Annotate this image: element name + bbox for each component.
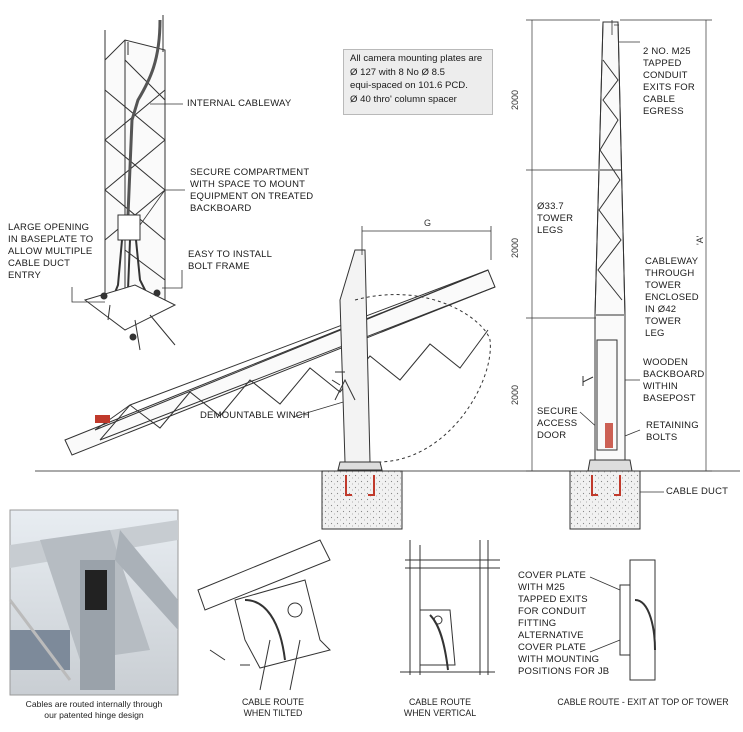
label-cableway-tower: CABLEWAY THROUGH TOWER ENCLOSED IN Ø42 T… <box>645 256 699 339</box>
mounting-plate-note: All camera mounting plates are Ø 127 wit… <box>343 49 493 115</box>
isometric-tower <box>83 15 177 351</box>
height-dimensions <box>526 19 712 472</box>
hinge-photo <box>8 509 179 696</box>
vertical-tower <box>582 20 633 472</box>
foundation-left <box>321 470 403 530</box>
label-cable-duct: CABLE DUCT <box>666 486 729 497</box>
label-wooden-backboard: WOODEN BACKBOARD WITHIN BASEPOST <box>643 357 705 404</box>
tilted-tower <box>64 249 496 471</box>
dimension-2000-middle: 2000 <box>510 237 520 258</box>
top-exit-detail <box>619 559 656 681</box>
label-easy-install: EASY TO INSTALL BOLT FRAME <box>188 249 273 272</box>
tilted-detail <box>197 539 331 691</box>
foundation-right <box>569 470 641 530</box>
dimension-a: 'A' <box>695 235 705 245</box>
g-dimension <box>361 226 492 260</box>
label-tower-legs: Ø33.7 TOWER LEGS <box>537 201 574 236</box>
dimension-g: G <box>424 218 432 228</box>
label-internal-cableway: INTERNAL CABLEWAY <box>187 98 292 109</box>
label-secure-access-door: SECURE ACCESS DOOR <box>537 406 578 441</box>
vertical-detail <box>400 540 500 675</box>
caption-photo: Cables are routed internally through our… <box>25 699 163 720</box>
label-retaining-bolts: RETAINING BOLTS <box>646 420 699 443</box>
label-m25-conduit: 2 No. M25 TAPPED CONDUIT EXITS FOR CABLE… <box>643 46 695 117</box>
caption-vertical: CABLE ROUTE WHEN VERTICAL <box>403 697 477 718</box>
caption-exit-top: CABLE ROUTE - EXIT AT TOP OF TOWER <box>557 697 729 707</box>
label-large-opening: LARGE OPENING IN BASEPLATE TO ALLOW MULT… <box>8 222 94 281</box>
dimension-2000-bottom: 2000 <box>510 384 520 405</box>
label-cover-plate: COVER PLATE WITH M25 TAPPED EXITS FOR CO… <box>518 570 610 677</box>
label-secure-compartment: SECURE COMPARTMENT WITH SPACE TO MOUNT E… <box>190 167 314 214</box>
caption-tilted: CABLE ROUTE WHEN TILTED <box>241 697 305 718</box>
label-demountable-winch: DEMOUNTABLE WINCH <box>200 410 310 421</box>
dimension-2000-top: 2000 <box>510 89 520 110</box>
